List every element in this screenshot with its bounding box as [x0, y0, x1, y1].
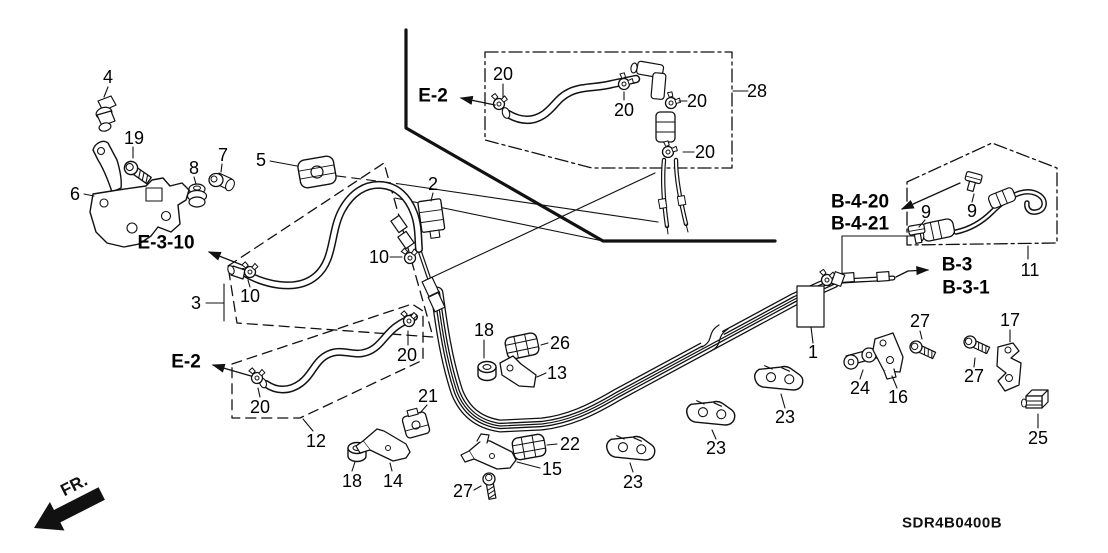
callout-b-3: B-3	[941, 254, 973, 276]
part-21-clip	[401, 407, 431, 439]
part-14-bracket	[355, 428, 411, 462]
callout-20: 20	[249, 397, 271, 417]
callout-b-4-21: B-4-21	[830, 213, 890, 235]
callout-e-3-10: E-3-10	[137, 232, 195, 254]
part-1-callout-box	[796, 285, 825, 328]
part-28-evap-hose-assembly	[490, 60, 689, 235]
callout-20: 20	[396, 345, 418, 365]
callout-27: 27	[963, 366, 985, 386]
fr-direction-arrow	[34, 487, 105, 531]
callout-20: 20	[613, 100, 635, 120]
part-4-sensor	[95, 95, 117, 132]
callout-6: 6	[69, 184, 81, 204]
callout-18: 18	[473, 320, 495, 340]
group-box-3	[227, 162, 434, 338]
callout-12: 12	[305, 431, 327, 451]
callout-3: 3	[190, 293, 202, 313]
callout-8: 8	[188, 158, 200, 178]
diagram-code: SDR4B0400B	[901, 514, 1003, 532]
group-box-12	[231, 303, 424, 419]
part-2-connector	[417, 198, 446, 239]
callout-19: 19	[123, 128, 145, 148]
callout-b-4-20: B-4-20	[830, 191, 890, 213]
part-3-fuel-feed-hose	[227, 185, 421, 285]
callout-b-3-1: B-3-1	[942, 277, 990, 299]
callout-25: 25	[1027, 428, 1049, 448]
callout-27: 27	[452, 481, 474, 501]
callout-22: 22	[559, 434, 581, 454]
callout-23: 23	[774, 407, 796, 427]
part-15-bracket	[460, 433, 517, 470]
fuel-pipe-bundle	[416, 246, 896, 426]
callout-23: 23	[622, 472, 644, 492]
callout-10: 10	[239, 286, 261, 306]
callout-1: 1	[807, 342, 819, 362]
part-11-pipe-assembly	[907, 171, 1044, 244]
callout-17: 17	[999, 310, 1021, 330]
callout-9: 9	[920, 202, 932, 222]
callout-18: 18	[341, 471, 363, 491]
callout-9: 9	[966, 201, 978, 221]
callout-14: 14	[382, 471, 404, 491]
callout-4: 4	[102, 67, 114, 87]
callout-2: 2	[427, 174, 439, 194]
callout-13: 13	[546, 363, 568, 383]
part-13-bracket	[499, 355, 537, 388]
callout-15: 15	[541, 459, 563, 479]
group-box-11	[906, 142, 1058, 246]
part-24-clamp	[843, 347, 881, 370]
part-6-bracket	[89, 140, 190, 248]
callout-16: 16	[887, 387, 909, 407]
part-8-grommet	[186, 183, 208, 208]
part-17-bracket	[996, 342, 1022, 392]
callout-21: 21	[417, 386, 439, 406]
part-12-purge-hose	[247, 307, 420, 389]
callout-e-2: E-2	[171, 351, 201, 373]
leader-lines	[83, 83, 1039, 491]
callout-20: 20	[694, 142, 716, 162]
callout-7: 7	[217, 145, 229, 165]
part-7-bolt	[208, 172, 235, 192]
callout-11: 11	[1020, 260, 1040, 280]
callout-23: 23	[705, 438, 727, 458]
section-boundary-line	[404, 28, 777, 243]
part-5-insulator	[297, 155, 337, 189]
part-9-clip-top	[964, 171, 983, 193]
construction-lines	[321, 172, 924, 282]
callout-e-2: E-2	[418, 85, 448, 107]
callout-20: 20	[492, 64, 514, 84]
callout-26: 26	[549, 333, 571, 353]
reference-arrows	[207, 95, 961, 377]
callout-10: 10	[368, 247, 390, 267]
callout-27: 27	[909, 311, 931, 331]
callout-5: 5	[255, 150, 267, 170]
callout-28: 28	[746, 81, 768, 101]
callout-20: 20	[686, 91, 708, 111]
part-9-clip-left	[907, 223, 926, 244]
callout-24: 24	[849, 378, 871, 398]
part-16-bracket	[872, 332, 904, 380]
